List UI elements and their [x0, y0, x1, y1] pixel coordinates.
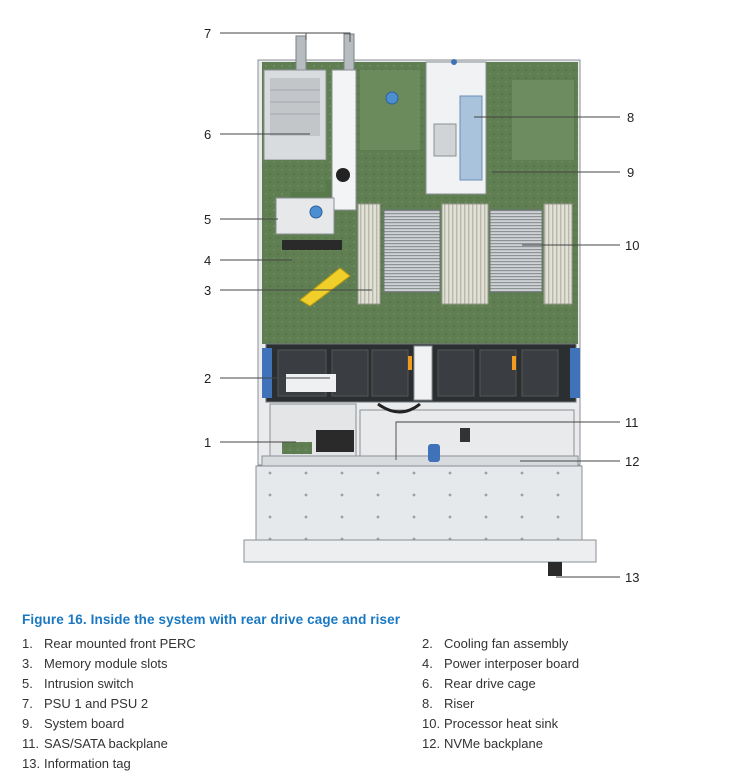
- legend-item: 5.Intrusion switch: [22, 676, 134, 691]
- callout-9: 9: [627, 165, 634, 180]
- callout-8: 8: [627, 110, 634, 125]
- callout-4: 4: [204, 253, 211, 268]
- legend-item: 9.System board: [22, 716, 125, 731]
- cooling-fan-assembly: [262, 343, 580, 403]
- sas-sata-backplane: [359, 402, 575, 457]
- processor-heat-sinks: [383, 209, 543, 293]
- callout-11: 11: [625, 415, 639, 430]
- callout-5: 5: [204, 212, 211, 227]
- legend-item: 4.Power interposer board: [422, 656, 580, 671]
- riser: [425, 59, 487, 195]
- server-internal-diagram: 7 6 5 4 3 2 1 8 9 10 11 12 13: [204, 26, 639, 585]
- figure-caption: Figure 16. Inside the system with rear d…: [22, 612, 401, 627]
- rear-drive-cage: [263, 69, 327, 192]
- legend-item: 10.Processor heat sink: [422, 716, 559, 731]
- psu-units: [295, 33, 357, 211]
- callout-1: 1: [204, 435, 211, 450]
- callout-7: 7: [204, 26, 211, 41]
- rear-mounted-front-perc: [269, 403, 357, 457]
- legend-item: 12.NVMe backplane: [422, 736, 543, 751]
- front-drive-bay: [243, 465, 597, 576]
- intrusion-switch: [275, 197, 335, 235]
- callout-3: 3: [204, 283, 211, 298]
- legend-item: 2.Cooling fan assembly: [422, 636, 569, 651]
- power-interposer-board: [268, 236, 360, 307]
- callout-leader-lines: [220, 32, 620, 578]
- legend-item: 13.Information tag: [22, 756, 131, 771]
- callout-2: 2: [204, 371, 211, 386]
- legend-item: 6.Rear drive cage: [422, 676, 536, 691]
- legend-item: 7.PSU 1 and PSU 2: [22, 696, 149, 711]
- memory-module-slots: [357, 203, 573, 305]
- callout-6: 6: [204, 127, 211, 142]
- legend-item: 11.SAS/SATA backplane: [22, 736, 168, 751]
- callout-12: 12: [625, 454, 639, 469]
- legend-item: 8.Riser: [422, 696, 475, 711]
- callout-13: 13: [625, 570, 639, 585]
- legend-item: 3.Memory module slots: [22, 656, 168, 671]
- legend-item: 1.Rear mounted front PERC: [22, 636, 196, 651]
- callout-10: 10: [625, 238, 639, 253]
